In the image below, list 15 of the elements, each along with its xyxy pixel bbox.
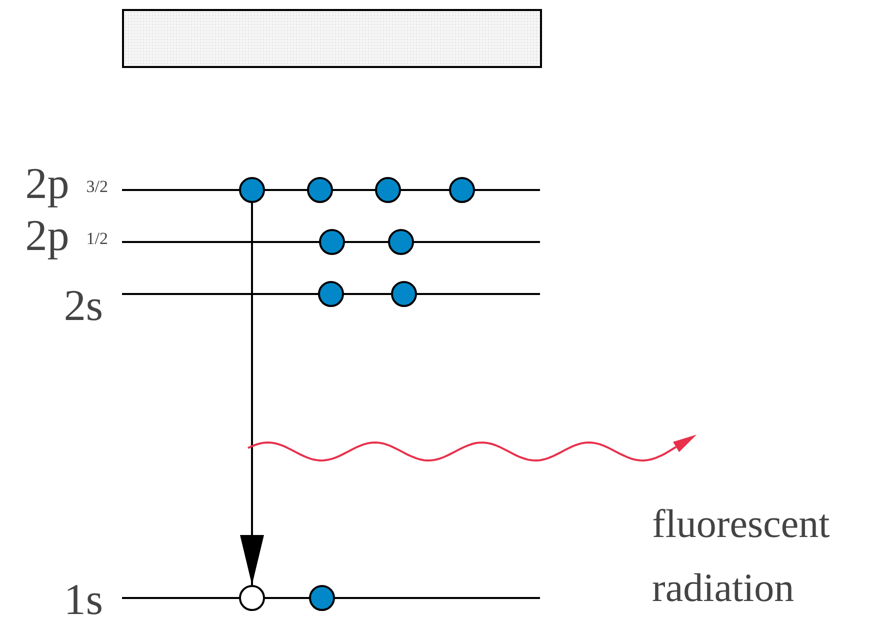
radiation-label: fluorescent radiation [652,500,831,612]
electron-circle [239,177,265,203]
shaded-bar [122,9,542,68]
electron-circle [309,585,335,611]
hole-circle [239,585,265,611]
electron-circle [388,229,414,255]
electron-circle [391,281,417,307]
level-label: 2s [62,282,103,330]
electron-circle [307,177,333,203]
electron-circle [319,229,345,255]
level-label: 1s [62,576,103,617]
electron-circle [449,177,475,203]
electron-circle [375,177,401,203]
electron-circle [318,281,344,307]
transition-arrow [240,203,264,585]
